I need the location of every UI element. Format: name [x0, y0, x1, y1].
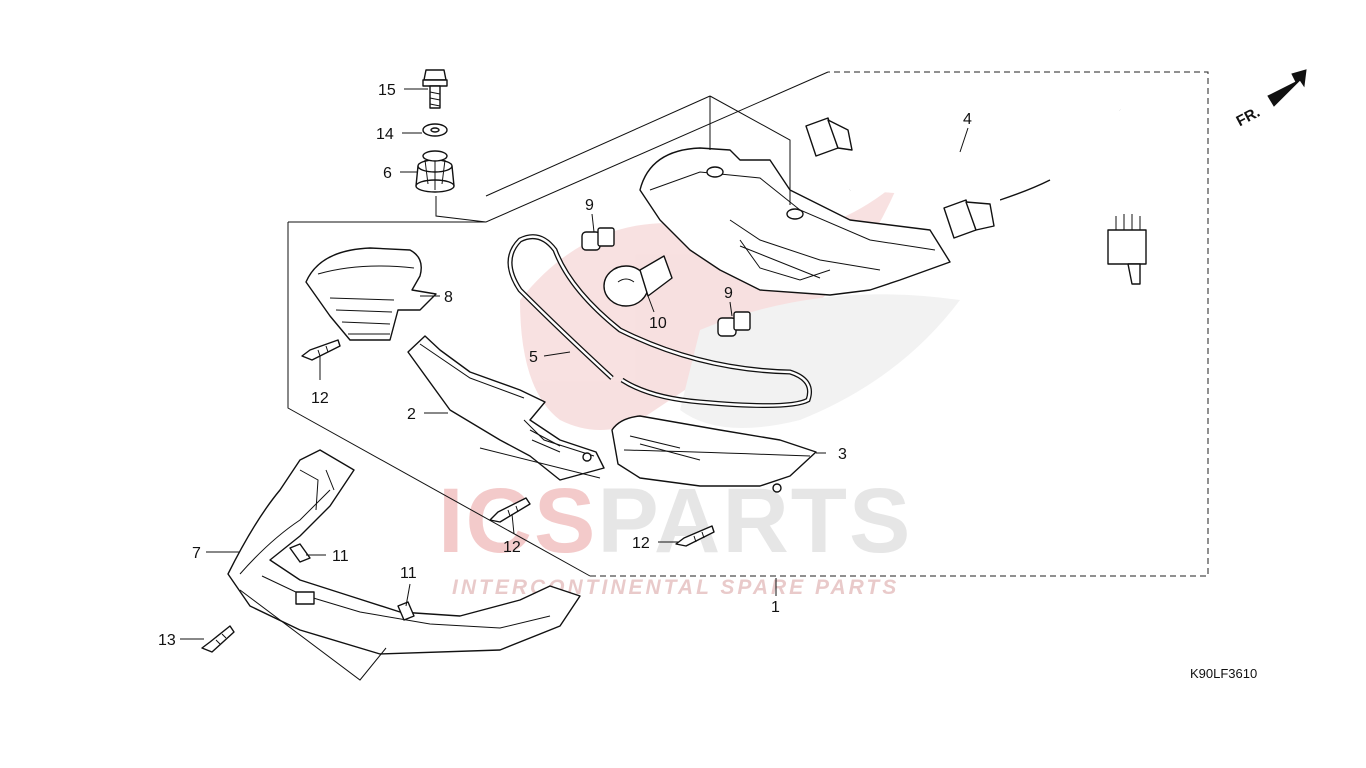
bulb-9-lower	[717, 311, 751, 337]
wire-harness-4	[805, 106, 1147, 285]
callout-1: 1	[771, 599, 780, 616]
grommet-6	[415, 150, 455, 193]
screw-13	[201, 625, 235, 653]
callout-13: 13	[158, 632, 176, 649]
callout-12-right: 12	[632, 535, 650, 552]
screw-12-mid	[489, 497, 531, 523]
callout-2: 2	[407, 406, 416, 423]
clip-11-left	[289, 543, 311, 563]
front-direction-arrow-icon: FR.	[1234, 69, 1307, 130]
bolt-15	[422, 69, 448, 109]
callout-15: 15	[378, 82, 396, 99]
callout-12-mid: 12	[503, 539, 521, 556]
cover-lines	[239, 447, 601, 681]
watermark-tagline: INTERCONTINENTAL SPARE PARTS	[452, 576, 899, 599]
bulb-9-upper	[581, 227, 615, 251]
lens-2	[407, 335, 605, 481]
callout-12-left: 12	[311, 390, 329, 407]
callout-14: 14	[376, 126, 394, 143]
rear-lamp-body-1	[639, 147, 951, 296]
under-cover-7	[227, 449, 581, 655]
screw-12-right	[675, 525, 715, 547]
connector-plug	[1107, 214, 1147, 285]
lens-3	[611, 415, 817, 493]
watermark-brand: ICSPARTS	[438, 470, 912, 572]
callout-6: 6	[383, 165, 392, 182]
callout-labels: 15 14 6 4 9 8 9 10 5 12 2 3 12 12 7 11 1…	[158, 82, 972, 649]
bulb-10	[603, 255, 673, 307]
clip-11-right	[397, 601, 415, 621]
callout-9-lower: 9	[724, 285, 733, 302]
bulb-socket-upper	[805, 117, 853, 157]
lens-8	[305, 247, 437, 341]
callout-11-left: 11	[332, 548, 349, 565]
callout-4: 4	[963, 111, 972, 128]
bulb-socket-lower	[943, 199, 995, 239]
washer-14	[422, 123, 448, 137]
callout-3: 3	[838, 446, 847, 463]
front-direction-label: FR.	[1234, 104, 1263, 130]
leader-lines	[180, 88, 969, 640]
diagram-code: K90LF3610	[1190, 666, 1257, 681]
screw-12-left	[301, 339, 341, 361]
seal-cord-5	[507, 234, 812, 409]
callout-5: 5	[529, 349, 538, 366]
callout-7: 7	[192, 545, 201, 562]
callout-9-upper: 9	[585, 197, 594, 214]
bracket-lines	[485, 95, 791, 205]
callout-10: 10	[649, 315, 667, 332]
callout-11-right: 11	[400, 565, 417, 582]
callout-8: 8	[444, 289, 453, 306]
